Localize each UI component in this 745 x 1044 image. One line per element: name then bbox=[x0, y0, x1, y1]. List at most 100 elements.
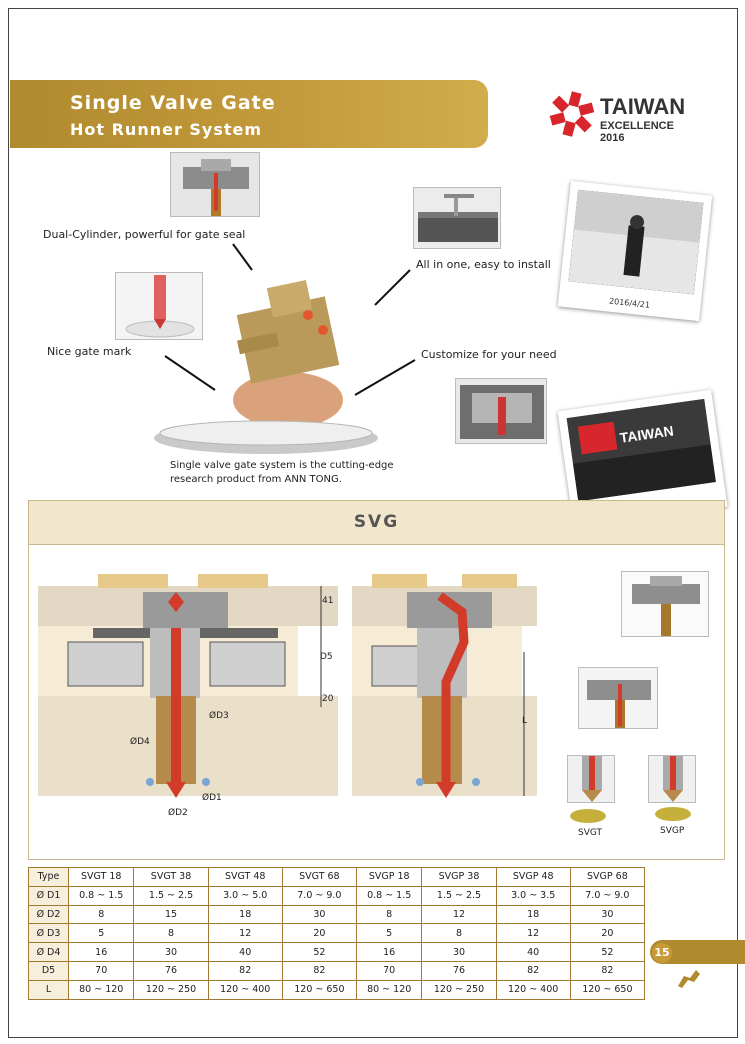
valve-unit-icon bbox=[632, 576, 700, 636]
event-photo-2: TAIWAN 2016/4/21 bbox=[557, 389, 728, 529]
callout-gate-mark: Nice gate mark bbox=[47, 345, 132, 358]
table-cell: 30 bbox=[569, 904, 646, 925]
table-cell: 8 bbox=[421, 923, 497, 944]
svgt-cross-section bbox=[38, 574, 338, 798]
table-cell: Ø D3 bbox=[28, 923, 69, 944]
callout-lines bbox=[164, 243, 416, 396]
dim-l: L bbox=[522, 716, 528, 726]
table-cell: 18 bbox=[207, 904, 283, 925]
table-cell: 0.8 ~ 1.5 bbox=[355, 885, 423, 906]
callout-all-in-one: All in one, easy to install bbox=[416, 258, 551, 271]
svgt-tip-photo bbox=[567, 755, 615, 803]
table-row: Ø D1 0.8 ~ 1.5 1.5 ~ 2.5 3.0 ~ 5.0 7.0 ~… bbox=[28, 885, 646, 906]
table-cell: Ø D1 bbox=[28, 885, 69, 906]
svgp-tip-icon bbox=[663, 756, 683, 802]
table-cell: SVGP 68 bbox=[569, 867, 646, 887]
table-cell: 20 bbox=[569, 923, 646, 944]
gate-mark-icon bbox=[125, 275, 195, 338]
taiwan-excellence-logo: TAIWAN EXCELLENCE 2016 bbox=[548, 90, 698, 144]
table-cell: 12 bbox=[207, 923, 283, 944]
svg-text:TAIWAN: TAIWAN bbox=[619, 422, 675, 445]
table-cell: 82 bbox=[207, 960, 283, 981]
caption-line-1: Single valve gate system is the cutting-… bbox=[170, 460, 394, 471]
display-pedestal bbox=[154, 420, 378, 454]
valve-unit-cut-icon bbox=[587, 680, 651, 728]
booth-icon bbox=[568, 189, 704, 295]
table-cell: 3.0 ~ 3.5 bbox=[495, 885, 571, 906]
table-cell: 8 bbox=[355, 904, 423, 925]
dim-d2: ØD2 bbox=[168, 808, 188, 818]
callout-customize: Customize for your need bbox=[421, 348, 557, 361]
table-cell: 120 ~ 400 bbox=[495, 979, 571, 1000]
dim-d1: ØD1 bbox=[202, 793, 222, 803]
table-cell: 5 bbox=[355, 923, 423, 944]
logo-word: TAIWAN bbox=[600, 94, 686, 119]
table-cell: Type bbox=[28, 867, 69, 887]
table-cell: 12 bbox=[421, 904, 497, 925]
gate-mark-photo bbox=[115, 272, 203, 340]
spec-table: Type SVGT 18 SVGT 38 SVGT 48 SVGT 68 SVG… bbox=[28, 867, 646, 1000]
logo-sub: EXCELLENCE 2016 bbox=[600, 120, 674, 144]
table-cell: 82 bbox=[281, 960, 357, 981]
table-cell: 8 bbox=[67, 904, 135, 925]
svg-section-header: SVG bbox=[29, 501, 724, 545]
dim-d5: D5 bbox=[320, 652, 333, 662]
table-cell: 120 ~ 250 bbox=[421, 979, 497, 1000]
svgt-tip-icon bbox=[582, 756, 602, 802]
table-cell: Ø D2 bbox=[28, 904, 69, 925]
event-photo-2-image: TAIWAN bbox=[566, 398, 716, 502]
dim-20: 20 bbox=[322, 694, 334, 704]
pointer-hand-icon bbox=[678, 970, 700, 988]
table-cell: 1.5 ~ 2.5 bbox=[133, 885, 209, 906]
svg-product-photo-2 bbox=[578, 667, 658, 729]
svgp-cross-section bbox=[352, 574, 537, 798]
table-cell: SVGT 38 bbox=[133, 867, 209, 887]
table-cell: SVGP 18 bbox=[355, 867, 423, 887]
page-frame bbox=[8, 8, 738, 1038]
table-cell: 15 bbox=[133, 904, 209, 925]
table-cell: 3.0 ~ 5.0 bbox=[207, 885, 283, 906]
callout-dual-cylinder: Dual-Cylinder, powerful for gate seal bbox=[43, 228, 246, 241]
table-cell: 20 bbox=[281, 923, 357, 944]
dim-d4: ØD4 bbox=[130, 737, 150, 747]
award-ceremony-icon: TAIWAN bbox=[566, 398, 716, 502]
install-photo bbox=[413, 187, 501, 249]
mold-plate-icon bbox=[418, 194, 498, 242]
dim-41: 41 bbox=[322, 596, 334, 606]
valve-assembly-icon bbox=[183, 159, 249, 216]
table-cell: SVGP 38 bbox=[421, 867, 497, 887]
table-cell: 18 bbox=[495, 904, 571, 925]
page-number: 15 bbox=[652, 943, 672, 963]
table-cell: SVGP 48 bbox=[495, 867, 571, 887]
table-cell: 1.5 ~ 2.5 bbox=[421, 885, 497, 906]
table-cell: 70 bbox=[355, 960, 423, 981]
table-cell: 7.0 ~ 9.0 bbox=[281, 885, 357, 906]
svg-section-title: SVG bbox=[353, 512, 400, 532]
custom-photo bbox=[455, 378, 547, 444]
hand-product-photo bbox=[218, 275, 360, 430]
product-caption: Single valve gate system is the cutting-… bbox=[170, 459, 394, 487]
caption-line-2: research product from ANN TONG. bbox=[170, 474, 342, 485]
table-cell: L bbox=[28, 979, 69, 1000]
svg-product-photo-1 bbox=[621, 571, 709, 637]
table-cell: SVGT 68 bbox=[281, 867, 357, 887]
dim-d3: ØD3 bbox=[209, 711, 229, 721]
table-cell: 5 bbox=[67, 923, 135, 944]
table-cell: 30 bbox=[133, 942, 209, 962]
table-cell: 82 bbox=[495, 960, 571, 981]
table-cell: 40 bbox=[495, 942, 571, 962]
title-banner: Single Valve Gate Hot Runner System bbox=[10, 80, 488, 148]
table-cell: 52 bbox=[569, 942, 646, 962]
svgp-label: SVGP bbox=[660, 826, 685, 836]
table-cell: 76 bbox=[133, 960, 209, 981]
table-cell: 70 bbox=[67, 960, 135, 981]
table-cell: 52 bbox=[281, 942, 357, 962]
page-title: Single Valve Gate bbox=[70, 92, 276, 114]
table-cell: 82 bbox=[569, 960, 646, 981]
table-cell: D5 bbox=[28, 960, 69, 981]
table-cell: 8 bbox=[133, 923, 209, 944]
custom-mold-icon bbox=[460, 385, 544, 439]
table-cell: 40 bbox=[207, 942, 283, 962]
table-row: L 80 ~ 120 120 ~ 250 120 ~ 400 120 ~ 650… bbox=[28, 979, 646, 1000]
table-cell: Ø D4 bbox=[28, 942, 69, 962]
